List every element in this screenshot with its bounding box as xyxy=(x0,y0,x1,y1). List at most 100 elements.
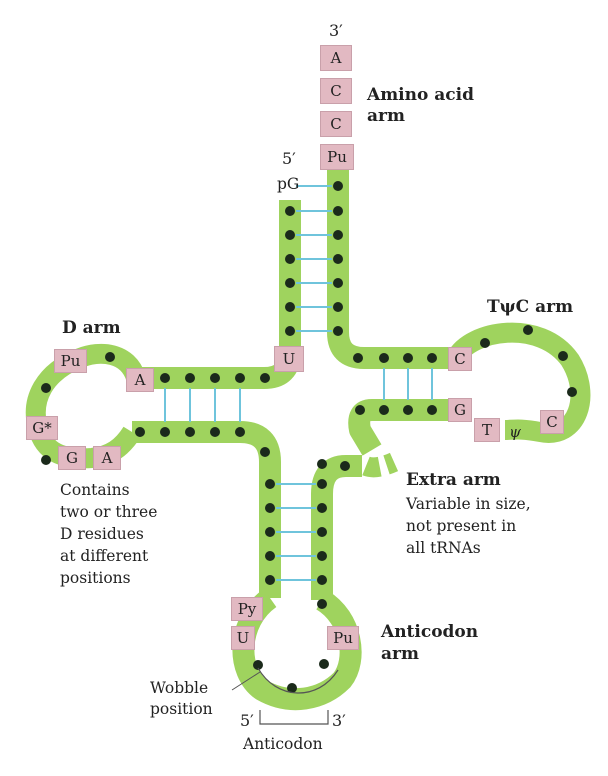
residue-dot xyxy=(379,405,389,415)
residue-dot xyxy=(379,353,389,363)
residue-dot xyxy=(253,660,263,670)
residue-dot xyxy=(317,599,327,609)
extra-arm-note-3: all tRNAs xyxy=(406,539,481,557)
residue-dot xyxy=(480,338,490,348)
residue-dot xyxy=(403,353,413,363)
wobble-label-1: Wobble xyxy=(150,679,209,697)
residue-dot xyxy=(265,527,275,537)
residue-dot xyxy=(235,427,245,437)
base-t: T xyxy=(474,418,500,442)
residue-dot xyxy=(185,373,195,383)
residue-dot xyxy=(340,461,350,471)
residue-dot xyxy=(427,353,437,363)
residue-dot xyxy=(105,352,115,362)
residue-dot xyxy=(319,659,329,669)
residue-dot xyxy=(265,503,275,513)
extra-arm-note-1: Variable in size, xyxy=(406,495,531,513)
residues xyxy=(41,181,577,693)
base-pairing-lines xyxy=(164,185,433,581)
residue-dot xyxy=(135,427,145,437)
residue-dot xyxy=(333,230,343,240)
d-arm-note-5: positions xyxy=(60,569,131,587)
residue-dot xyxy=(333,278,343,288)
residue-dot xyxy=(210,427,220,437)
residue-dot xyxy=(287,683,297,693)
residue-dot xyxy=(265,479,275,489)
base-pu-d: Pu xyxy=(54,349,87,373)
residue-dot xyxy=(265,551,275,561)
residue-dot xyxy=(265,575,275,585)
residue-dot xyxy=(317,503,327,513)
residue-dot xyxy=(260,373,270,383)
tpsic-arm-title: TψC arm xyxy=(487,297,574,317)
residue-dot xyxy=(333,302,343,312)
base-u-junction: U xyxy=(274,346,304,372)
d-arm-note-1: Contains xyxy=(60,481,130,499)
acceptor-3prime-strand xyxy=(327,160,456,369)
residue-dot xyxy=(285,230,295,240)
tpsic-loop xyxy=(447,322,591,443)
d-arm-note-4: at different xyxy=(60,547,149,565)
base-pu-anticodon: Pu xyxy=(327,626,359,650)
base-gstar: G* xyxy=(26,416,58,440)
anticodon-arm-title-2: arm xyxy=(381,644,419,664)
residue-dot xyxy=(333,181,343,191)
residue-dot xyxy=(333,254,343,264)
residue-dot xyxy=(41,383,51,393)
amino-acid-arm-title-2: arm xyxy=(367,106,405,126)
amino-acid-arm-title-1: Amino acid xyxy=(367,85,474,105)
residue-dot xyxy=(317,527,327,537)
anticodon-3prime-strand xyxy=(311,455,362,600)
base-g-t: G xyxy=(448,398,472,422)
residue-dot xyxy=(353,353,363,363)
base-pu-acceptor: Pu xyxy=(320,144,354,170)
anticodon-arm-title-1: Anticodon xyxy=(381,622,479,642)
residue-dot xyxy=(317,459,327,469)
acceptor-5prime-label: 5′ xyxy=(282,149,296,168)
anticodon-5prime-label: 5′ xyxy=(240,711,254,730)
residue-dot xyxy=(285,326,295,336)
residue-dot xyxy=(523,325,533,335)
residue-dot xyxy=(210,373,220,383)
base-a-d: A xyxy=(126,368,154,392)
residue-dot xyxy=(333,326,343,336)
base-psi: ψ xyxy=(509,423,521,441)
base-c2-t: C xyxy=(540,410,564,434)
residue-dot xyxy=(185,427,195,437)
residue-dot xyxy=(285,302,295,312)
residue-dot xyxy=(403,405,413,415)
residue-dot xyxy=(317,551,327,561)
base-a: A xyxy=(320,45,352,71)
residue-dot xyxy=(567,387,577,397)
d-arm-title: D arm xyxy=(62,318,121,338)
residue-dot xyxy=(285,206,295,216)
anticodon-3prime-label: 3′ xyxy=(332,711,346,730)
residue-dot xyxy=(558,351,568,361)
acceptor-3prime-label: 3′ xyxy=(329,21,343,40)
residue-dot xyxy=(41,455,51,465)
base-py: Py xyxy=(231,597,263,621)
tpsic-lower-strand xyxy=(348,399,458,456)
residue-dot xyxy=(285,254,295,264)
residue-dot xyxy=(285,278,295,288)
d-arm-note-2: two or three xyxy=(60,503,158,521)
d-arm-note-3: D residues xyxy=(60,525,144,543)
residue-dot xyxy=(160,427,170,437)
extra-arm-title: Extra arm xyxy=(406,470,501,490)
anticodon-label: Anticodon xyxy=(243,735,323,753)
pg-label: pG xyxy=(277,175,300,193)
acceptor-5prime-strand xyxy=(136,200,301,389)
wobble-label-2: position xyxy=(150,700,213,718)
residue-dot xyxy=(317,479,327,489)
residue-dot xyxy=(355,405,365,415)
residue-dot xyxy=(160,373,170,383)
base-a2-d: A xyxy=(93,446,121,470)
base-u-anticodon: U xyxy=(231,626,255,650)
wobble-pointer xyxy=(231,671,261,691)
base-c2: C xyxy=(320,111,352,137)
base-c1: C xyxy=(320,78,352,104)
residue-dot xyxy=(317,575,327,585)
extra-arm-note-2: not present in xyxy=(406,517,517,535)
anticodon-arc xyxy=(257,667,339,694)
